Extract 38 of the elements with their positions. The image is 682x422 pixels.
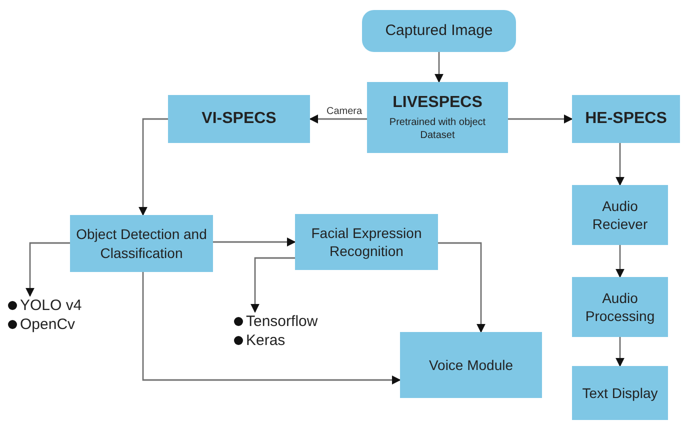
list-item: Keras (246, 331, 286, 350)
start-box (362, 10, 516, 52)
process-box (295, 214, 438, 270)
arrow (138, 118, 168, 216)
process-box (168, 95, 310, 143)
process-box (572, 185, 668, 245)
process-box (70, 215, 213, 272)
arrow (438, 242, 486, 333)
arrow (213, 238, 296, 246)
list-item: YOLO v4 (20, 296, 82, 315)
arrow (616, 245, 624, 278)
box-title: Captured Image (384, 21, 494, 41)
box-title: LIVESPECS (392, 92, 484, 113)
box-title: Audio Processing (584, 288, 656, 326)
arrow (616, 143, 624, 186)
list-item: Tensorflow (246, 312, 318, 331)
box-title: HE-SPECS (584, 108, 668, 129)
arrow (142, 272, 401, 384)
box-title: VI-SPECS (200, 108, 278, 129)
arrow (26, 242, 70, 297)
arrow (309, 114, 367, 124)
box-title: Facial Expression Recognition (310, 224, 423, 260)
arrow (434, 52, 444, 83)
process-box (572, 277, 668, 337)
arrow (616, 337, 624, 367)
process-box (572, 95, 680, 143)
box-title: Audio Reciever (591, 196, 649, 234)
arrow (250, 257, 295, 313)
box-title: Voice Module (428, 356, 514, 374)
list-item: OpenCv (20, 315, 76, 334)
box-subtitle: Pretrained with object Dataset (388, 117, 487, 142)
box-title: Object Detection and Classification (75, 225, 208, 262)
process-box (572, 366, 668, 420)
box-title: Text Display (581, 384, 659, 402)
arrow (508, 114, 573, 124)
edge-label: Camera (324, 106, 364, 117)
process-box (367, 82, 508, 153)
process-box (400, 332, 542, 398)
